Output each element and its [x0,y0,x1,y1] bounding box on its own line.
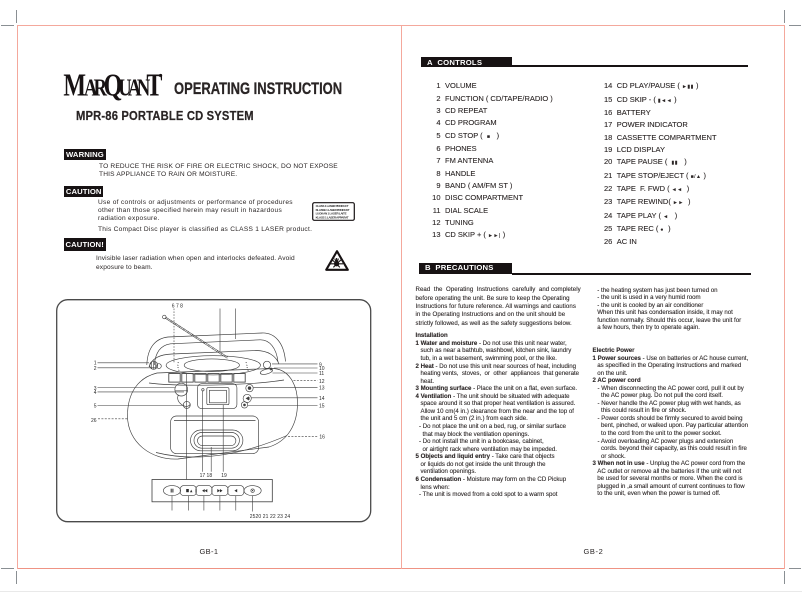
svg-text:LUOKAN 1 LASER LAITE: LUOKAN 1 LASER LAITE [315,212,346,216]
svg-text:3: 3 [93,386,96,392]
svg-text:T: T [146,68,162,101]
svg-text:M: M [63,68,86,101]
svg-text:13: 13 [319,385,325,391]
svg-text:5: 5 [93,404,96,410]
svg-text:16: 16 [319,435,325,441]
svg-text:A: A [128,74,142,101]
svg-text:CLASS 1 LASER PRODUCT: CLASS 1 LASER PRODUCT [315,204,348,208]
svg-text:9: 9 [319,362,322,368]
svg-text:2: 2 [93,366,96,372]
svg-text:2520 21 22 23 24: 2520 21 22 23 24 [249,514,290,520]
svg-text:KLASS 1 LASER APPARAT: KLASS 1 LASER APPARAT [315,216,348,220]
svg-text:14: 14 [319,396,325,402]
svg-text:15: 15 [319,404,325,410]
svg-text:26: 26 [90,418,96,424]
svg-text:17 18: 17 18 [199,473,212,479]
svg-text:R: R [94,74,108,101]
svg-text:1: 1 [93,361,96,367]
svg-text:19: 19 [221,473,227,479]
svg-text:11: 11 [319,371,324,377]
svg-text:A: A [84,74,98,101]
svg-text:10: 10 [319,366,325,372]
svg-text:KLASSE 1 LASER PRODUKT: KLASSE 1 LASER PRODUKT [315,208,349,212]
svg-text:Q: Q [104,68,123,101]
svg-text:U: U [118,74,132,101]
svg-text:4: 4 [93,390,96,396]
svg-text:12: 12 [319,379,325,385]
svg-text:N: N [137,74,151,101]
svg-text:6 7 8: 6 7 8 [171,303,182,309]
